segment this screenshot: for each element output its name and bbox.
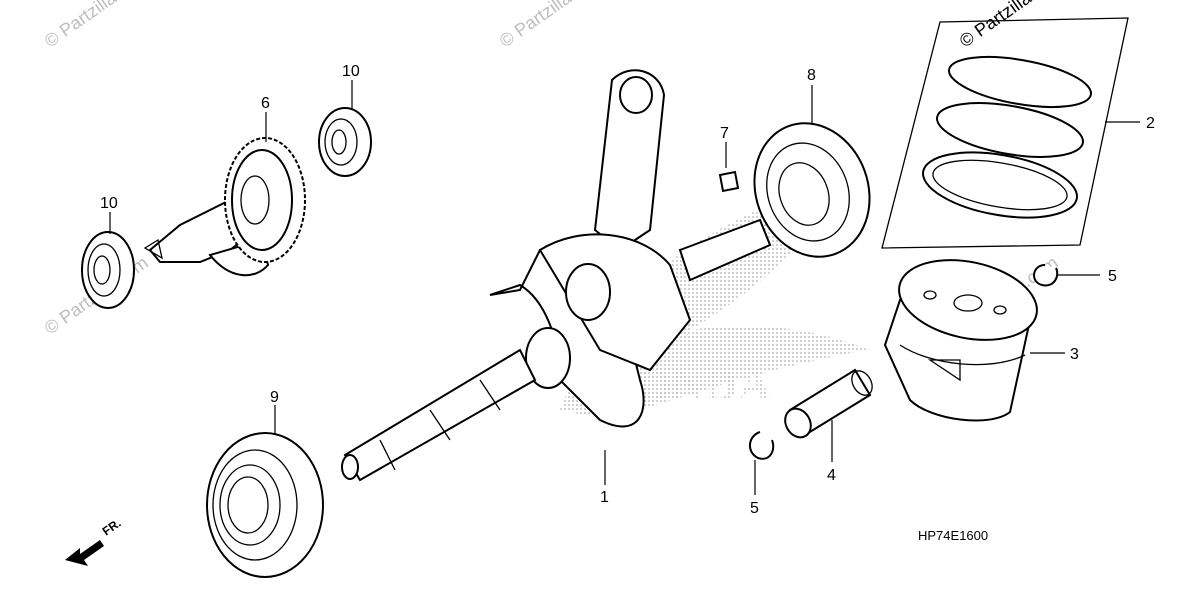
key-part-7: [718, 170, 740, 193]
callout-7: 7: [720, 125, 729, 142]
front-arrow-icon: [65, 540, 104, 566]
callout-2: 2: [1146, 115, 1155, 132]
bearing-part-10-lower: [81, 231, 135, 309]
piston-ring-set-part-2: [881, 17, 1129, 249]
piston-pin-part-4: [784, 368, 873, 439]
callout-4: 4: [827, 467, 836, 484]
circlip-part-5-lower: [749, 431, 775, 460]
front-direction-marker: FR.: [65, 516, 124, 566]
front-label: FR.: [100, 516, 124, 539]
bearing-part-10-upper: [318, 107, 372, 177]
callout-labels: 1 2 3 4 5 5 6 7 8 9 10 10: [100, 63, 1155, 517]
callout-10: 10: [342, 63, 360, 80]
callout-1: 1: [600, 489, 609, 506]
crankshaft-part-1: [341, 69, 772, 482]
piston-part-3: [883, 259, 1038, 422]
callout-8: 8: [807, 67, 816, 84]
bearing-part-9: [206, 432, 324, 578]
diagram-code: HP74E1600: [918, 528, 988, 543]
callout-5: 5: [750, 500, 759, 517]
balancer-shaft-part-6: [143, 137, 306, 277]
bearing-part-8: [753, 122, 871, 258]
callout-6: 6: [261, 95, 270, 112]
callout-5: 5: [1108, 268, 1117, 285]
circlip-part-5-upper: [1033, 264, 1059, 287]
watermark-text: © Partzilla.com: [956, 0, 1067, 51]
leader-lines: [109, 80, 1140, 495]
callout-3: 3: [1070, 346, 1079, 363]
callout-10: 10: [100, 195, 118, 212]
callout-9: 9: [270, 389, 279, 406]
watermark-text: © Partzilla.com: [41, 0, 152, 51]
watermark-text: © Partzilla.com: [496, 0, 607, 51]
